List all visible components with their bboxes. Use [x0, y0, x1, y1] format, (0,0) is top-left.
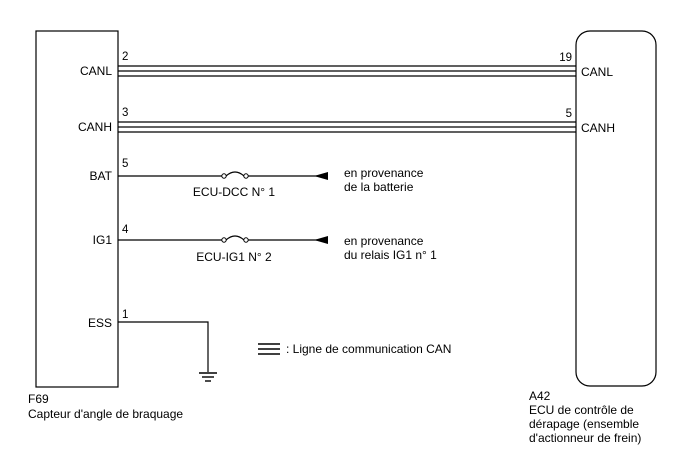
- right-component-name-line3: d'actionneur de frein): [529, 431, 641, 445]
- right-pin-number-canh: 5: [566, 108, 572, 120]
- canl-bus-line: [118, 65, 576, 77]
- fuse-symbol: [225, 171, 245, 177]
- left-component-code: F69: [28, 392, 49, 406]
- left-pin-number-canh: 3: [122, 107, 128, 119]
- left-component-name: Capteur d'angle de braquage: [28, 407, 183, 421]
- left-pin-number-canl: 2: [122, 51, 128, 63]
- left-pin-name-canh: CANH: [78, 120, 112, 134]
- fuse-label-ecu-dcc: ECU-DCC N° 1: [193, 185, 275, 199]
- right-component-box: [575, 30, 657, 387]
- ess-wire: [118, 321, 217, 382]
- bat-wire: [118, 171, 328, 180]
- arrow-icon: [314, 236, 328, 244]
- left-component-box: [35, 30, 119, 388]
- right-component-name-line1: ECU de contrôle de: [529, 403, 634, 417]
- canh-bus-line: [118, 121, 576, 133]
- right-component-code: A42: [529, 389, 551, 403]
- fuse-label-ecu-ig1: ECU-IG1 N° 2: [196, 250, 272, 264]
- left-pin-number-ig1: 4: [122, 224, 129, 236]
- right-pin-name-canh: CANH: [581, 121, 615, 135]
- left-pin-name-bat: BAT: [90, 169, 113, 183]
- arrow-icon: [314, 172, 328, 180]
- right-component-name-line2: dérapage (ensemble: [529, 417, 639, 431]
- source-bat-line2: de la batterie: [344, 180, 414, 194]
- left-pin-number-bat: 5: [122, 158, 128, 170]
- left-pin-name-ig1: IG1: [93, 233, 113, 247]
- ground-icon: [199, 372, 217, 382]
- source-ig1-line1: en provenance: [344, 234, 424, 248]
- ig1-wire: [118, 235, 328, 244]
- source-bat-line1: en provenance: [344, 166, 424, 180]
- right-pin-number-canl: 19: [559, 52, 572, 64]
- source-ig1-line2: du relais IG1 n° 1: [344, 248, 437, 262]
- right-pin-name-canl: CANL: [581, 65, 613, 79]
- left-pin-number-ess: 1: [122, 309, 128, 321]
- legend-triple-line-icon: [258, 343, 280, 355]
- legend-text: : Ligne de communication CAN: [286, 342, 451, 356]
- left-pin-name-canl: CANL: [80, 64, 112, 78]
- left-pin-name-ess: ESS: [88, 316, 112, 330]
- fuse-symbol: [225, 235, 245, 241]
